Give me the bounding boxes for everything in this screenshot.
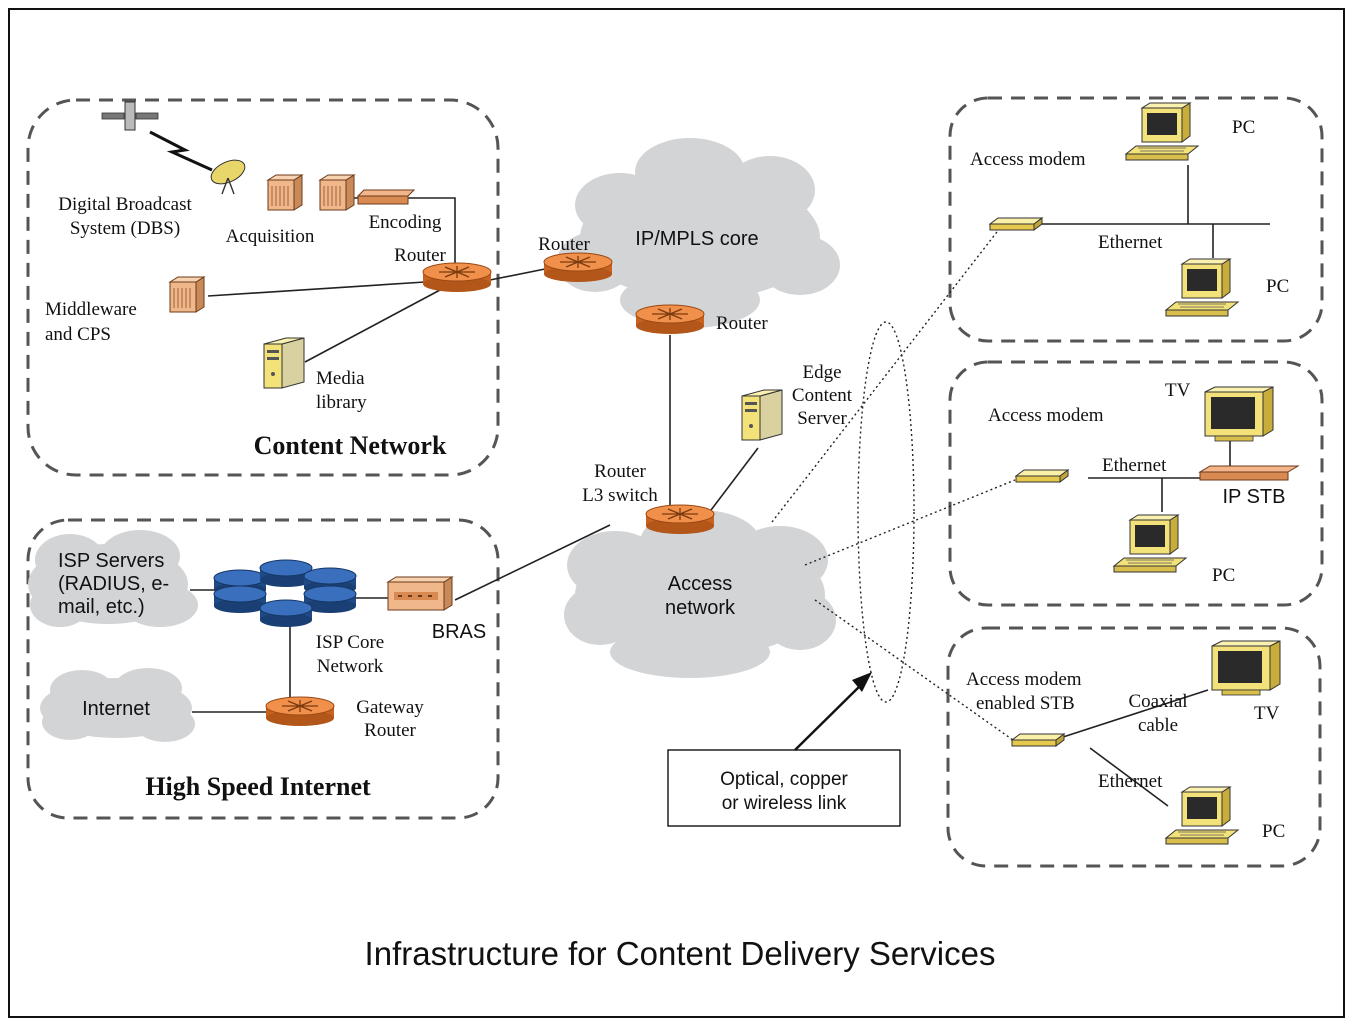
bras-label: BRAS (432, 621, 486, 643)
diagram-caption: Infrastructure for Content Delivery Serv… (365, 935, 996, 972)
home3-ethernet-label: Ethernet (1098, 771, 1163, 792)
media-library-server-icon (263, 337, 305, 389)
access-network-label-line2: network (665, 597, 736, 619)
home2-modem-icon (1015, 469, 1069, 483)
dbs-label-line1: Digital Broadcast (58, 194, 192, 215)
home1-access-modem-label: Access modem (970, 149, 1086, 170)
l3-switch-label-line2: L3 switch (582, 485, 658, 506)
gateway-router-label-line2: Router (364, 720, 416, 741)
edge-server-label-line1: Edge (802, 362, 841, 383)
edge-server-label-line2: Content (792, 385, 853, 406)
link-note-arrow (794, 679, 867, 751)
content-router-label: Router (394, 245, 446, 266)
bras-device-icon (386, 576, 454, 611)
high-speed-internet-title: High Speed Internet (145, 772, 371, 801)
home3-modem-label-line2: enabled STB (976, 693, 1075, 714)
home2-tv-label: TV (1165, 380, 1191, 401)
ip-mpls-core-label: IP/MPLS core (635, 228, 758, 250)
coaxial-cable-label-line1: Coaxial (1128, 691, 1187, 712)
acquisition-label: Acquisition (226, 226, 315, 247)
home2-zone (948, 360, 1324, 607)
home1-zone (948, 96, 1324, 343)
content-router-icon (422, 262, 492, 293)
high-speed-internet-zone (26, 518, 500, 820)
isp-core-network-icon (213, 559, 357, 628)
access-network-cloud (564, 510, 836, 678)
home3-pc-label: PC (1262, 821, 1285, 842)
access-network-label-line1: Access (668, 573, 732, 595)
media-library-label-line2: library (316, 392, 367, 413)
middleware-label-line2: and CPS (45, 324, 111, 345)
link-note-arrowhead (852, 672, 872, 692)
encoding-rack-icon (319, 174, 355, 211)
internet-label: Internet (82, 698, 150, 720)
dbs-label-line2: System (DBS) (70, 218, 180, 239)
home2-tv-icon (1204, 386, 1274, 442)
internet-cloud (40, 668, 195, 742)
encoder-device-icon (356, 189, 416, 205)
isp-servers-label-line2: (RADIUS, e- (58, 573, 169, 595)
content-network-zone (26, 98, 500, 477)
home2-access-modem-label: Access modem (988, 405, 1104, 426)
satellite-dish-icon (210, 159, 246, 195)
middleware-rack-icon (169, 276, 205, 313)
isp-core-label-line1: ISP Core (316, 632, 384, 653)
middleware-label-line1: Middleware (45, 299, 137, 320)
home1-pc-top-icon (1125, 102, 1199, 161)
home1-ethernet-label: Ethernet (1098, 232, 1163, 253)
satellite-icon (101, 101, 159, 131)
core-router-left-label: Router (538, 234, 590, 255)
acquisition-rack-icon (267, 174, 303, 211)
core-router-bottom-icon (635, 304, 705, 335)
home3-zone (946, 626, 1322, 868)
gateway-router-label-line1: Gateway (356, 697, 424, 718)
isp-servers-cloud (28, 530, 198, 627)
home3-tv-label: TV (1254, 703, 1280, 724)
link-note-line2: or wireless link (722, 793, 847, 814)
home3-tv-icon (1211, 640, 1281, 696)
dotted-links (771, 227, 1021, 746)
core-router-bottom-label: Router (716, 313, 768, 334)
outer-frame (8, 8, 1345, 1018)
encoding-label: Encoding (369, 212, 442, 233)
home2-pc-icon (1113, 514, 1187, 573)
isp-core-label-line2: Network (317, 656, 384, 677)
edge-server-label-line3: Server (797, 408, 847, 429)
home1-pc-bottom-icon (1165, 258, 1239, 317)
l3-switch-router-icon (645, 504, 715, 535)
isp-servers-label-line1: ISP Servers (58, 550, 164, 572)
isp-servers-label-line3: mail, etc.) (58, 596, 145, 618)
home1-modem-icon (989, 217, 1043, 231)
media-library-label-line1: Media (316, 368, 365, 389)
coaxial-cable-label-line2: cable (1138, 715, 1178, 736)
gateway-router-icon (265, 696, 335, 727)
solid-links (192, 165, 1270, 807)
link-note-line1: Optical, copper (720, 769, 848, 790)
home2-ethernet-label: Ethernet (1102, 455, 1167, 476)
content-network-title: Content Network (254, 431, 447, 460)
l3-switch-label-line1: Router (594, 461, 646, 482)
ip-stb-device-icon (1198, 465, 1300, 481)
link-note-box (667, 749, 901, 827)
edge-content-server-icon (741, 389, 783, 441)
ip-stb-label: IP STB (1223, 486, 1286, 508)
home3-modem-label-line1: Access modem (966, 669, 1082, 690)
home1-pc-bottom-label: PC (1266, 276, 1289, 297)
home3-pc-icon (1165, 786, 1239, 845)
home1-pc-top-label: PC (1232, 117, 1255, 138)
home3-stb-modem-icon (1011, 733, 1065, 747)
lightning-icon (149, 130, 213, 172)
home2-pc-label: PC (1212, 565, 1235, 586)
core-router-left-icon (543, 252, 613, 283)
